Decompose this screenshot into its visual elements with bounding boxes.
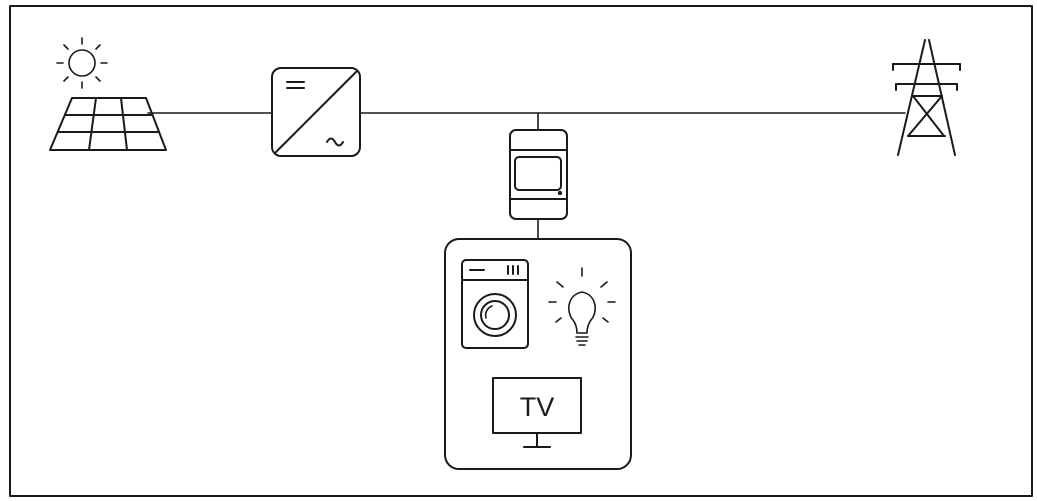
sun-icon: [56, 37, 108, 89]
tv-icon: TV: [492, 377, 582, 448]
energy-meter-icon: [509, 129, 568, 220]
power-pylon-icon: [892, 39, 961, 156]
light-bulb-icon: [548, 267, 616, 346]
diagram-frame: [9, 5, 1033, 497]
solar-panel-icon: [49, 97, 167, 151]
household-loads-icon: TV: [444, 238, 632, 470]
consumers-box: [444, 238, 632, 470]
tv-label: TV: [520, 392, 555, 422]
washing-machine-icon: [461, 259, 529, 349]
inverter-dc-ac-icon: [271, 67, 361, 157]
